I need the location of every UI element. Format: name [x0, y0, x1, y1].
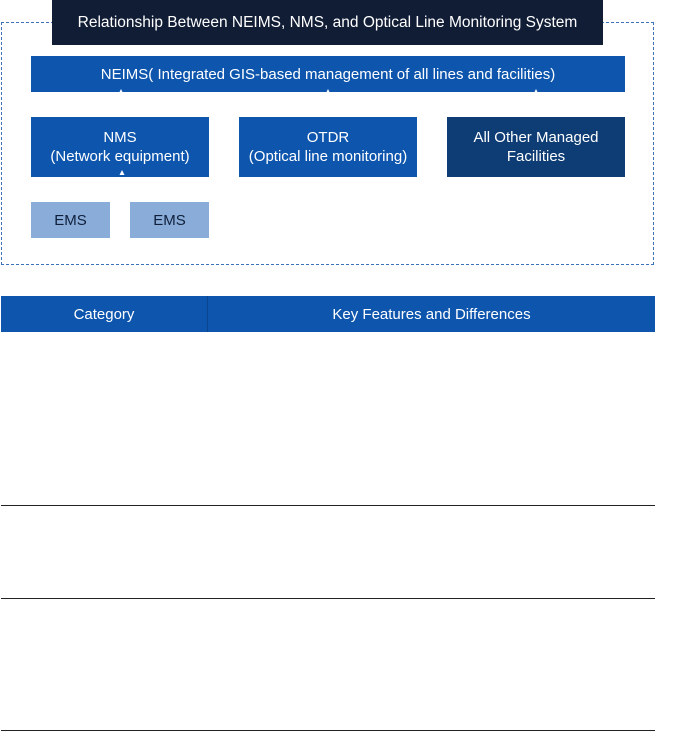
nms-box: NMS (Network equipment) [31, 117, 209, 177]
nms-sublabel: (Network equipment) [50, 148, 190, 165]
nms-label: NMS [103, 129, 137, 146]
otdr-label: OTDR [306, 129, 350, 146]
other-facilities-sublabel: Facilities [506, 148, 566, 165]
neims-box: NEIMS( Integrated GIS-based management o… [31, 56, 625, 92]
diagram-title: Relationship Between NEIMS, NMS, and Opt… [52, 0, 603, 45]
column-header-features: Key Features and Differences [332, 305, 531, 323]
otdr-sublabel: (Optical line monitoring) [248, 148, 408, 165]
other-facilities-label: All Other Managed [473, 129, 599, 146]
otdr-box: OTDR (Optical line monitoring) [239, 117, 417, 177]
other-facilities-box: All Other Managed Facilities [447, 117, 625, 177]
ems-box-2: EMS [130, 202, 209, 238]
column-header-category: Category [1, 296, 208, 332]
table-row-divider [1, 730, 655, 731]
table-header: Category Key Features and Differences [1, 296, 655, 332]
table-row-divider [1, 598, 655, 599]
table-row-divider [1, 505, 655, 506]
ems-box-1: EMS [31, 202, 110, 238]
